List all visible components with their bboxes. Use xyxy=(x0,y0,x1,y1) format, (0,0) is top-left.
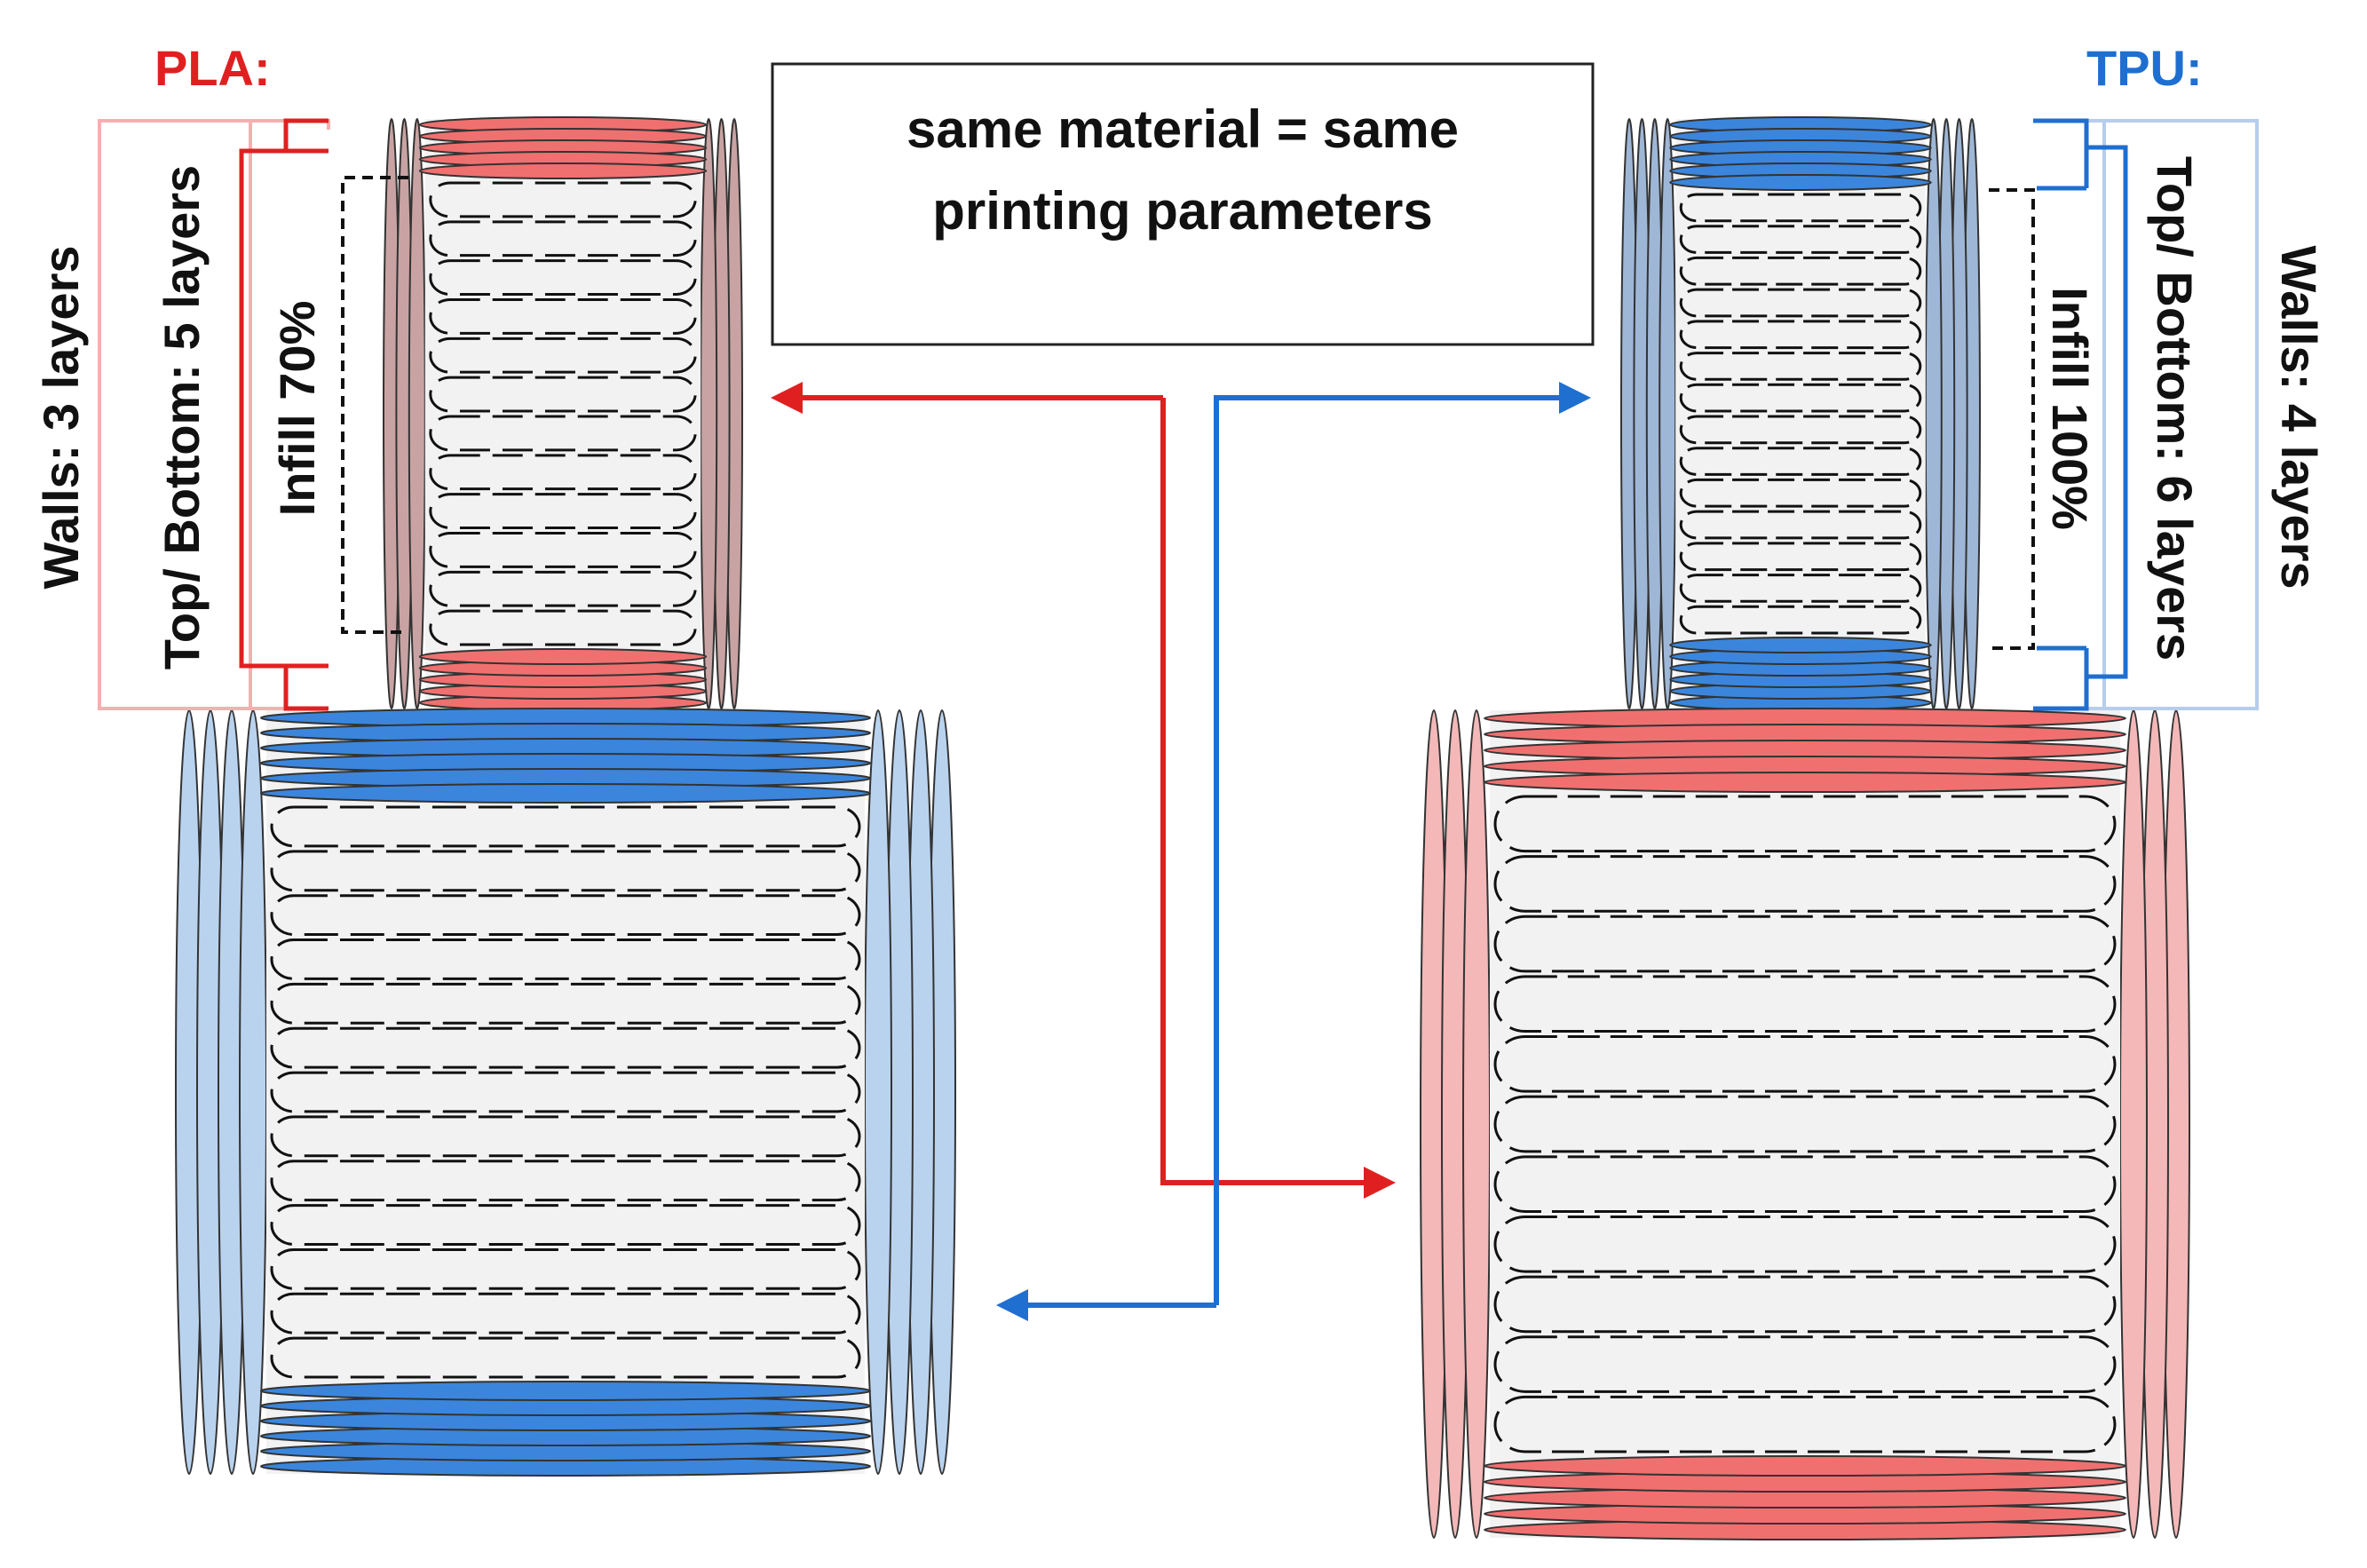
wall-left-ring xyxy=(239,709,267,1475)
infill-line xyxy=(1493,1275,2117,1334)
wall-left-ring xyxy=(408,118,426,709)
infill-line xyxy=(270,894,861,937)
infill-line xyxy=(1679,225,1922,254)
infill-line xyxy=(270,938,861,980)
block-core xyxy=(266,710,865,1474)
infill-line xyxy=(1493,855,2117,913)
infill-line xyxy=(270,1026,861,1069)
bottom-layer xyxy=(418,648,708,665)
bottom-layer xyxy=(1669,637,1932,653)
infill-line xyxy=(270,1247,861,1290)
infill-line xyxy=(1493,1035,2117,1093)
tpu-topbottom-label: Top/ Bottom: 6 layers xyxy=(2147,156,2203,661)
note-line-2: printing parameters xyxy=(932,181,1432,241)
blue-connector-line xyxy=(1214,395,1568,1305)
pla-title: PLA: xyxy=(154,40,271,96)
infill-line xyxy=(429,181,697,218)
wall-right-ring xyxy=(864,709,892,1475)
infill-line xyxy=(429,259,697,296)
infill-line xyxy=(429,337,697,374)
infill-line xyxy=(270,982,861,1025)
pla-infill-label: Infill 70% xyxy=(269,301,325,517)
infill-line xyxy=(1679,193,1922,223)
infill-line xyxy=(1493,1155,2117,1213)
infill-line xyxy=(1493,1215,2117,1273)
bottom-layer xyxy=(1484,1455,2126,1477)
red-arrowhead-left xyxy=(771,382,803,414)
top-layer xyxy=(418,162,708,179)
note-line-1: same material = same xyxy=(906,99,1459,159)
infill-line xyxy=(270,1292,861,1334)
tpu-infill-bracket xyxy=(1989,188,2035,650)
tpu-topbottom-bracket xyxy=(2033,118,2128,711)
tpu-title: TPU: xyxy=(2086,40,2203,96)
infill-line xyxy=(270,1071,861,1113)
red-arrowhead-right xyxy=(1364,1167,1396,1199)
infill-line xyxy=(270,1336,861,1379)
blue-arrowhead-left xyxy=(996,1289,1028,1321)
blue-arrowhead-right xyxy=(1559,382,1591,414)
infill-line xyxy=(429,415,697,452)
infill-line xyxy=(1679,288,1922,318)
tpu-large-block xyxy=(175,708,956,1477)
infill-line xyxy=(270,1160,861,1202)
pla-topbottom-bracket xyxy=(239,118,329,711)
infill-line xyxy=(1679,383,1922,413)
red-connector-line xyxy=(1160,398,1373,1185)
note-box xyxy=(771,62,1595,346)
infill-line xyxy=(429,493,697,530)
tpu-walls-label: Walls: 4 layers xyxy=(2271,245,2327,589)
block-core xyxy=(1675,119,1926,709)
infill-line xyxy=(1493,975,2117,1033)
infill-line xyxy=(270,1115,861,1158)
infill-line xyxy=(1493,915,2117,973)
infill-line xyxy=(1493,1335,2117,1393)
infill-line xyxy=(270,805,861,848)
infill-line xyxy=(429,376,697,413)
top-layer xyxy=(1484,772,2126,793)
bottom-layer xyxy=(260,1381,871,1401)
infill-line xyxy=(1679,352,1922,381)
tpu-small-block xyxy=(1620,116,1981,711)
tpu-infill-label: Infill 100% xyxy=(2042,287,2098,530)
infill-line xyxy=(429,220,697,257)
pla-small-block xyxy=(383,116,743,711)
block-core xyxy=(1490,710,2120,1538)
wall-right-ring xyxy=(2119,709,2148,1539)
infill-line xyxy=(1679,415,1922,445)
infill-line xyxy=(1679,447,1922,476)
infill-line xyxy=(1679,256,1922,286)
pla-large-block xyxy=(1420,708,2190,1540)
wall-right-ring xyxy=(1924,118,1943,709)
infill-line xyxy=(1493,1395,2117,1453)
infill-line xyxy=(1679,574,1922,603)
top-layer xyxy=(260,783,871,804)
infill-line xyxy=(1679,510,1922,540)
infill-line xyxy=(270,1204,861,1246)
infill-line xyxy=(1493,1095,2117,1153)
infill-line xyxy=(429,532,697,568)
infill-line xyxy=(1493,795,2117,853)
infill-line xyxy=(429,570,697,607)
infill-line xyxy=(1679,478,1922,508)
tpu-label-frame xyxy=(2102,119,2259,710)
infill-line xyxy=(429,298,697,335)
pla-label-frame xyxy=(98,119,252,710)
wall-right-ring xyxy=(700,118,718,709)
infill-line xyxy=(429,609,697,646)
pla-topbottom-label: Top/ Bottom: 5 layers xyxy=(154,165,210,669)
infill-line xyxy=(1679,542,1922,572)
block-core xyxy=(424,119,701,709)
infill-line xyxy=(429,454,697,491)
pla-infill-bracket xyxy=(341,176,408,634)
infill-line xyxy=(270,850,861,892)
pla-walls-label: Walls: 3 layers xyxy=(33,245,89,589)
infill-line xyxy=(1679,605,1922,635)
wall-left-ring xyxy=(1658,118,1677,709)
infill-line xyxy=(1679,320,1922,350)
wall-left-ring xyxy=(1462,709,1491,1539)
top-layer xyxy=(1669,174,1932,191)
